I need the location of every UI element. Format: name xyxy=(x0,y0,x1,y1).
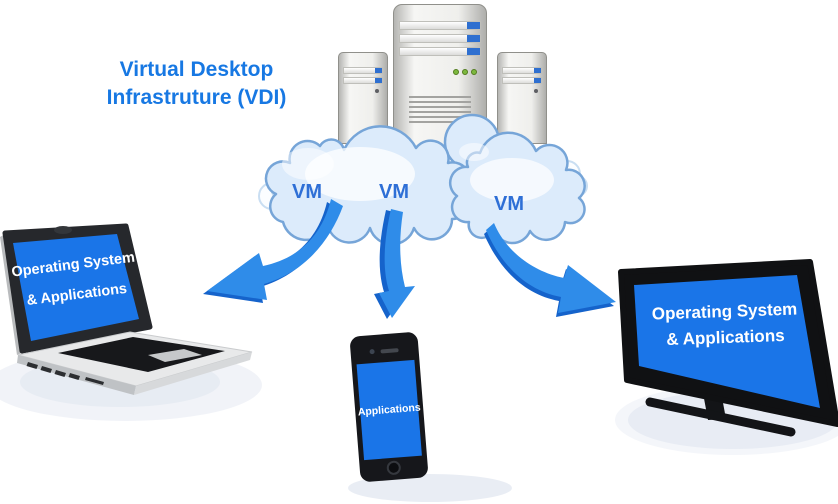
monitor-shadow-core xyxy=(628,391,838,449)
vm-label-2: VM xyxy=(379,181,409,203)
drive-bay xyxy=(399,47,481,56)
laptop-shadow-core xyxy=(20,357,220,407)
page-title: Virtual Desktop Infrastruture (VDI) xyxy=(89,56,304,112)
drive-bay-indicator xyxy=(467,48,480,55)
title-line-1: Virtual Desktop xyxy=(119,58,274,81)
server-tower-small-left-icon xyxy=(338,52,388,144)
laptop-right-edge xyxy=(134,352,252,395)
drive-bay xyxy=(502,67,542,74)
laptop-ports xyxy=(26,362,104,385)
laptop-camera-notch xyxy=(54,226,72,234)
laptop-base xyxy=(17,331,253,387)
power-dot xyxy=(534,89,538,93)
smartphone-icon: Applications xyxy=(349,331,429,483)
arrow-to-monitor-icon xyxy=(484,223,616,317)
drive-bay xyxy=(502,77,542,84)
phone-home-button-icon xyxy=(386,460,402,476)
laptop-shadow xyxy=(0,349,262,421)
monitor-shadow xyxy=(615,385,838,455)
vm-label-3: VM xyxy=(494,193,524,215)
laptop-screen-text: Operating System & Applications xyxy=(1,242,149,319)
phone-screen: Applications xyxy=(356,359,422,461)
power-dot xyxy=(375,89,379,93)
drive-bay-indicator xyxy=(467,35,480,42)
arrow-to-phone-icon xyxy=(374,209,415,319)
server-tower-small-right-icon xyxy=(497,52,547,144)
laptop-trackpad xyxy=(148,349,202,362)
drive-bay-indicator xyxy=(534,68,541,73)
server-vents xyxy=(409,96,471,125)
status-led xyxy=(462,69,468,75)
phone-speaker-icon xyxy=(380,348,399,354)
monitor-stand-neck xyxy=(703,392,726,420)
drive-bay-indicator xyxy=(534,78,541,83)
drive-bay-indicator xyxy=(375,68,382,73)
monitor-stand-base xyxy=(645,397,796,437)
drive-bay xyxy=(343,67,383,74)
monitor-screen-line-2: & Applications xyxy=(665,325,785,350)
laptop-front-edge xyxy=(17,355,136,395)
vm-label-1: VM xyxy=(292,181,322,203)
status-led xyxy=(453,69,459,75)
arrow-to-laptop-icon xyxy=(203,199,343,303)
cloud-highlight xyxy=(282,148,334,180)
cloud-right-white-puff xyxy=(544,160,588,197)
drive-bay xyxy=(399,34,481,43)
monitor-screen-text: Operating System & Applications xyxy=(639,296,811,354)
server-tower-main-icon xyxy=(393,4,487,156)
drive-bay-indicator xyxy=(375,78,382,83)
phone-screen-label: Applications xyxy=(357,401,422,419)
drive-bay-indicator xyxy=(467,22,480,29)
phone-camera-icon xyxy=(369,348,375,355)
title-line-2: Infrastruture (VDI) xyxy=(106,86,287,109)
drive-bay xyxy=(399,21,481,30)
status-led xyxy=(471,69,477,75)
laptop-keyboard xyxy=(58,337,225,372)
drive-bay xyxy=(343,77,383,84)
